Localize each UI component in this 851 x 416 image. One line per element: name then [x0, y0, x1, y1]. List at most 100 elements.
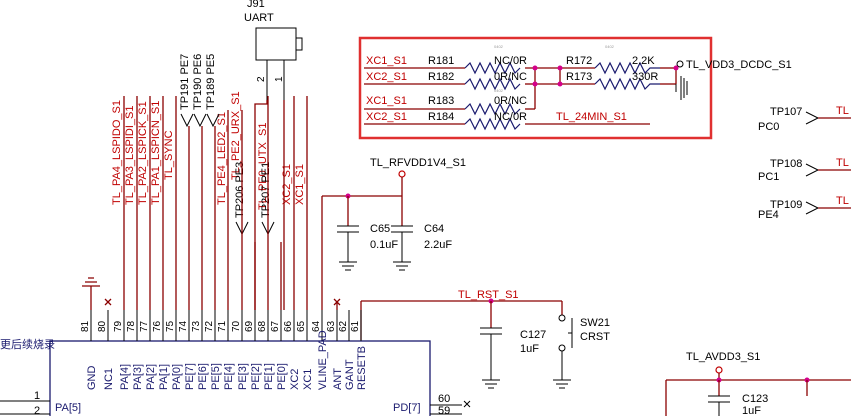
pin-number: 63: [326, 320, 337, 332]
r173-ref: R173: [566, 71, 592, 83]
row1-val: NC/0R: [494, 55, 527, 67]
pin-number: 65: [296, 320, 307, 332]
uart-ref: J91: [247, 0, 265, 10]
pin-number: 78: [126, 320, 137, 332]
r172-val: 2.2K: [632, 55, 655, 67]
c127-ref: C127: [520, 329, 546, 341]
row3-val: 0R/NC: [494, 95, 527, 107]
row1-ref: R181: [428, 55, 454, 67]
highlight-box: [358, 36, 713, 140]
pin-number: 69: [244, 320, 255, 332]
row2-net: XC2_S1: [366, 71, 407, 83]
left-pin2-name: PA[5]: [55, 402, 81, 414]
pin-number: 79: [113, 320, 124, 332]
right-pin60-name: PD[7]: [393, 402, 421, 414]
tp108-arrow: [805, 163, 820, 177]
r182: [464, 77, 521, 91]
tp109: TP109: [770, 199, 802, 211]
uart-wire: [254, 100, 268, 310]
gnd-symbol: [82, 277, 100, 310]
r184: [464, 117, 521, 131]
pin-name: PA[3]: [132, 364, 144, 390]
pin-number: 62: [338, 320, 349, 332]
tp206-label: TP206 PE3: [234, 162, 246, 218]
fp1: 0402: [494, 44, 504, 49]
net-label: TL_PA2_LSPICK_S1: [137, 101, 149, 205]
net-label: XC2_S1: [281, 164, 293, 205]
tp107-net: TL: [836, 105, 849, 117]
left-pin2-num: 2: [34, 405, 40, 416]
rst-net: TL_RST_S1: [458, 289, 519, 301]
net-label: XC1_S1: [294, 164, 306, 205]
pin-name: PE[3]: [237, 363, 249, 390]
pin-name: PA[0]: [171, 364, 183, 390]
resistor-network: XC1_S1 XC2_S1 XC1_S1 XC2_S1 R181 R182 R1…: [364, 44, 792, 131]
net-label: TL_PA3_LSPIDI_S1: [124, 106, 136, 205]
r181: [464, 61, 521, 75]
tp108-net: TL: [836, 157, 849, 169]
c127-val: 1uF: [520, 343, 539, 355]
c123-ref: C123: [742, 393, 768, 405]
pin-number: 61: [350, 320, 361, 332]
uart-pin2: 2: [256, 76, 267, 82]
pin-name: RESETB: [356, 346, 368, 390]
tp191-label: TP191 PE7: [179, 54, 191, 110]
pin-number: 67: [270, 320, 281, 332]
pin-name: XC2: [289, 369, 301, 390]
tp108-port: PC1: [758, 171, 779, 183]
uart-body: [255, 27, 297, 61]
right-testpoints: TP107 PC0 TL TP108 PC1 TL TP109 PE4 TL: [758, 105, 851, 221]
c123-val: 1uF: [742, 405, 761, 416]
testpoints-mid: TP206 PE3 TP207 PE1: [234, 162, 275, 242]
tp109-port: PE4: [758, 209, 779, 221]
row2-val: 0R/NC: [494, 71, 527, 83]
chip-body: [49, 340, 431, 416]
chinese-note: 更后续烧录: [0, 337, 55, 351]
row3-net: XC1_S1: [366, 95, 407, 107]
tp108: TP108: [770, 158, 802, 170]
sw21-ref: SW21: [580, 317, 610, 329]
pin-number: 68: [257, 320, 268, 332]
dcdc-port: [676, 60, 684, 68]
r183: [464, 102, 521, 116]
pin-name: GND: [86, 366, 98, 391]
pin-name: PE[0]: [276, 363, 288, 390]
pin-number: 70: [231, 320, 242, 332]
pin-number: 74: [178, 320, 189, 332]
sw21-name: CRST: [580, 331, 610, 343]
pin-number: 64: [311, 320, 322, 332]
fp3: 0402: [605, 44, 615, 49]
tp207-label: TP207 PE1: [260, 162, 272, 218]
pin-name: PE[2]: [250, 363, 262, 390]
right-pin59-num: 59: [438, 405, 450, 416]
pin-number: 80: [97, 320, 108, 332]
uart-pin1: 1: [274, 76, 285, 82]
fp2: 0402: [494, 88, 504, 93]
tp107-port: PC0: [758, 121, 779, 133]
tp190-label: TP190 PE6: [192, 54, 204, 110]
pin-number: 75: [165, 320, 176, 332]
tp107-arrow: [805, 111, 820, 125]
chip-pins: 81GND80NC179PA[4]78PA[3]77PA[2]76PA[1]75…: [80, 310, 368, 390]
dcdc-net: TL_VDD3_DCDC_S1: [686, 59, 792, 71]
pin-name: ANT: [332, 368, 344, 390]
pin-number: 72: [204, 320, 215, 332]
r173: [594, 77, 660, 91]
tp189-label: TP189 PE5: [205, 54, 217, 110]
right-pin60-num: 60: [438, 393, 450, 405]
pin-name: PE[5]: [210, 363, 222, 390]
pin-number: 81: [80, 320, 91, 332]
r172: [594, 61, 660, 75]
left-pin1-num: 1: [34, 390, 40, 402]
c65-val: 0.1uF: [370, 239, 398, 251]
r172-ref: R172: [566, 55, 592, 67]
pin-name: VLINE_PAD: [317, 330, 329, 390]
c65-ref: C65: [370, 223, 390, 235]
pin-name: PA[1]: [158, 364, 170, 390]
pin-name: NC1: [103, 368, 115, 390]
net-label: TL_PE0_UTX_S1: [257, 123, 269, 210]
row3-ref: R183: [428, 95, 454, 107]
pin-number: 73: [191, 320, 202, 332]
